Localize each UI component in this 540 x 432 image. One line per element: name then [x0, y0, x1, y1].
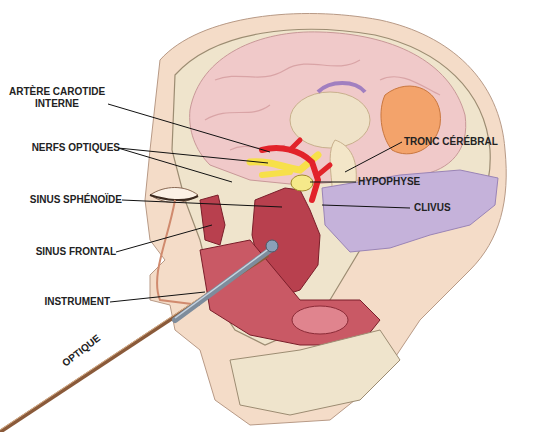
part-label: TRONC CÉRÉBRAL — [404, 136, 534, 148]
turbinate — [292, 306, 348, 334]
part-label: SINUS SPHÉNOÏDE — [18, 194, 122, 206]
jaw-bone — [230, 330, 400, 415]
part-label: INSTRUMENT — [36, 296, 110, 308]
optic-nerve — [262, 172, 290, 175]
instrument-tip — [266, 240, 278, 252]
instrument — [175, 250, 270, 320]
eyelashes — [150, 195, 198, 200]
head-outline — [145, 13, 506, 425]
nasal-cavity — [200, 240, 380, 345]
carotid-artery — [262, 148, 318, 200]
part-label: NERFS OPTIQUES — [30, 142, 120, 154]
carotid-artery — [290, 140, 330, 175]
nose-outline — [157, 200, 200, 305]
pituitary — [291, 175, 313, 191]
leader-lines — [108, 104, 410, 302]
corpus-callosum — [318, 83, 365, 92]
brain — [190, 32, 466, 185]
part-label: ARTÈRE CAROTIDE INTERNE — [4, 86, 110, 110]
instrument-highlight — [175, 248, 270, 318]
frontal-sinus — [200, 195, 225, 245]
part-label: HYPOPHYSE — [358, 176, 458, 188]
part-label: CLIVUS — [414, 202, 494, 214]
part-label: OPTIQUE — [60, 317, 123, 370]
part-label: SINUS FRONTAL — [22, 246, 116, 258]
